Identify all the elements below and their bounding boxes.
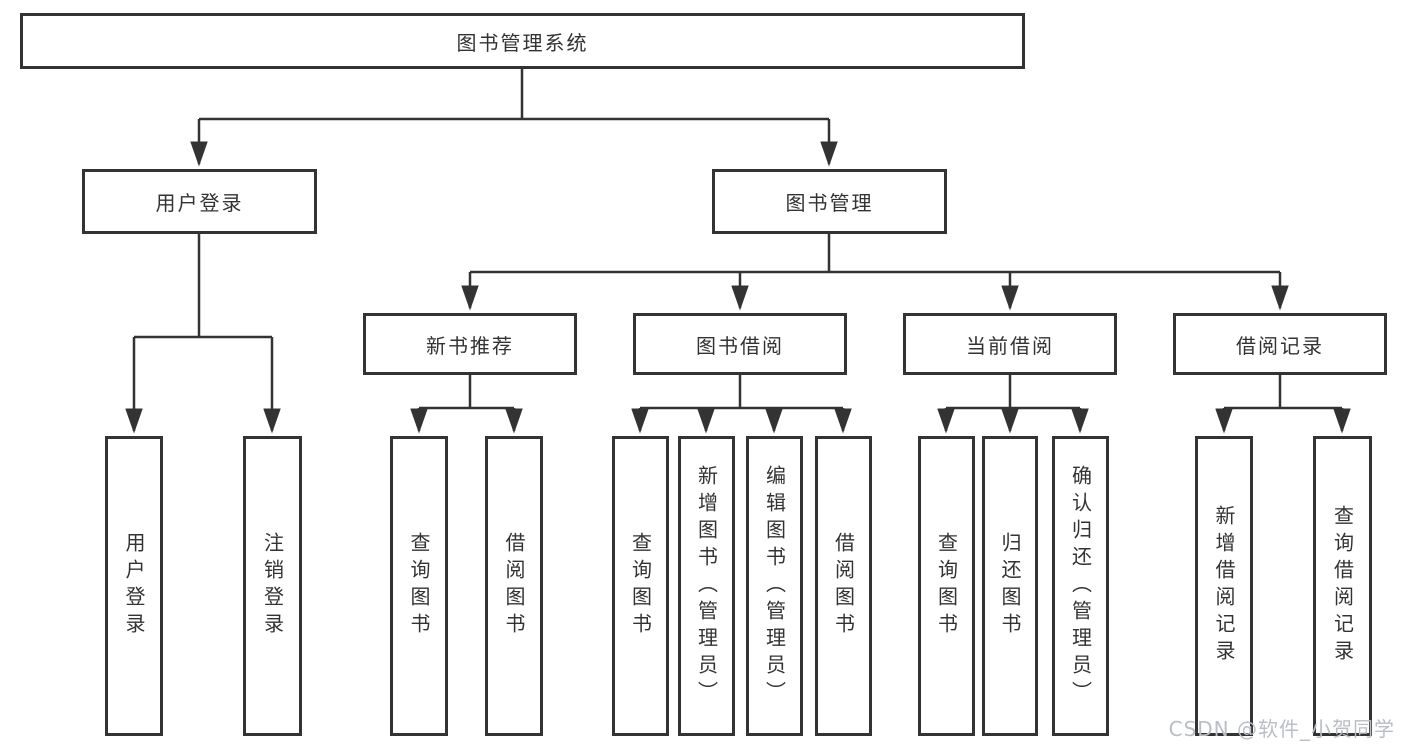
leaf-borrow-books: 借阅图书 — [815, 436, 872, 736]
leaf-borrow-books-recommend: 借阅图书 — [485, 436, 543, 736]
node-label: 用户登录 — [155, 191, 244, 215]
node-label: 查询图书 — [934, 532, 959, 640]
node-label: 新增图书（管理员） — [694, 464, 719, 708]
node-book-management: 图书管理 — [712, 169, 947, 234]
node-label: 确认归还（管理员） — [1068, 464, 1093, 708]
node-user-login: 用户登录 — [82, 169, 317, 234]
node-label: 查询借阅记录 — [1330, 505, 1355, 667]
leaf-query-books-recommend: 查询图书 — [390, 436, 448, 736]
node-borrow-records: 借阅记录 — [1173, 313, 1387, 375]
leaf-add-borrow-record: 新增借阅记录 — [1195, 436, 1253, 736]
node-book-borrow: 图书借阅 — [633, 313, 847, 375]
node-label: 新书推荐 — [426, 333, 514, 358]
node-label: 新增借阅记录 — [1212, 505, 1236, 667]
node-label: 借阅图书 — [831, 532, 856, 640]
leaf-confirm-return-admin: 确认归还（管理员） — [1052, 436, 1109, 736]
leaf-logout-login: 注销登录 — [243, 436, 302, 736]
node-label: 图书管理 — [785, 191, 874, 215]
node-label: 借阅记录 — [1236, 333, 1324, 358]
node-new-book-recommend: 新书推荐 — [363, 313, 577, 375]
node-label: 当前借阅 — [966, 333, 1054, 358]
leaf-edit-books-admin: 编辑图书（管理员） — [746, 436, 803, 736]
node-label: 注销登录 — [260, 532, 285, 640]
watermark: CSDN @软件_小贺同学 — [1168, 717, 1395, 741]
leaf-query-books-borrow: 查询图书 — [612, 436, 669, 736]
node-label: 查询图书 — [407, 532, 431, 640]
leaf-add-books-admin: 新增图书（管理员） — [678, 436, 735, 736]
node-label: 归还图书 — [998, 532, 1022, 640]
node-label: 编辑图书（管理员） — [762, 464, 787, 708]
node-root: 图书管理系统 — [20, 13, 1025, 69]
node-label: 用户登录 — [122, 532, 146, 640]
leaf-query-books-current: 查询图书 — [918, 436, 975, 736]
node-label: 借阅图书 — [502, 532, 526, 640]
leaf-return-books: 归还图书 — [982, 436, 1038, 736]
node-label: 查询图书 — [628, 532, 653, 640]
node-label: 图书借阅 — [696, 333, 784, 358]
leaf-query-borrow-record: 查询借阅记录 — [1313, 436, 1372, 736]
node-label: 图书管理系统 — [456, 30, 589, 55]
node-current-borrow: 当前借阅 — [903, 313, 1117, 375]
leaf-user-login: 用户登录 — [105, 436, 163, 736]
